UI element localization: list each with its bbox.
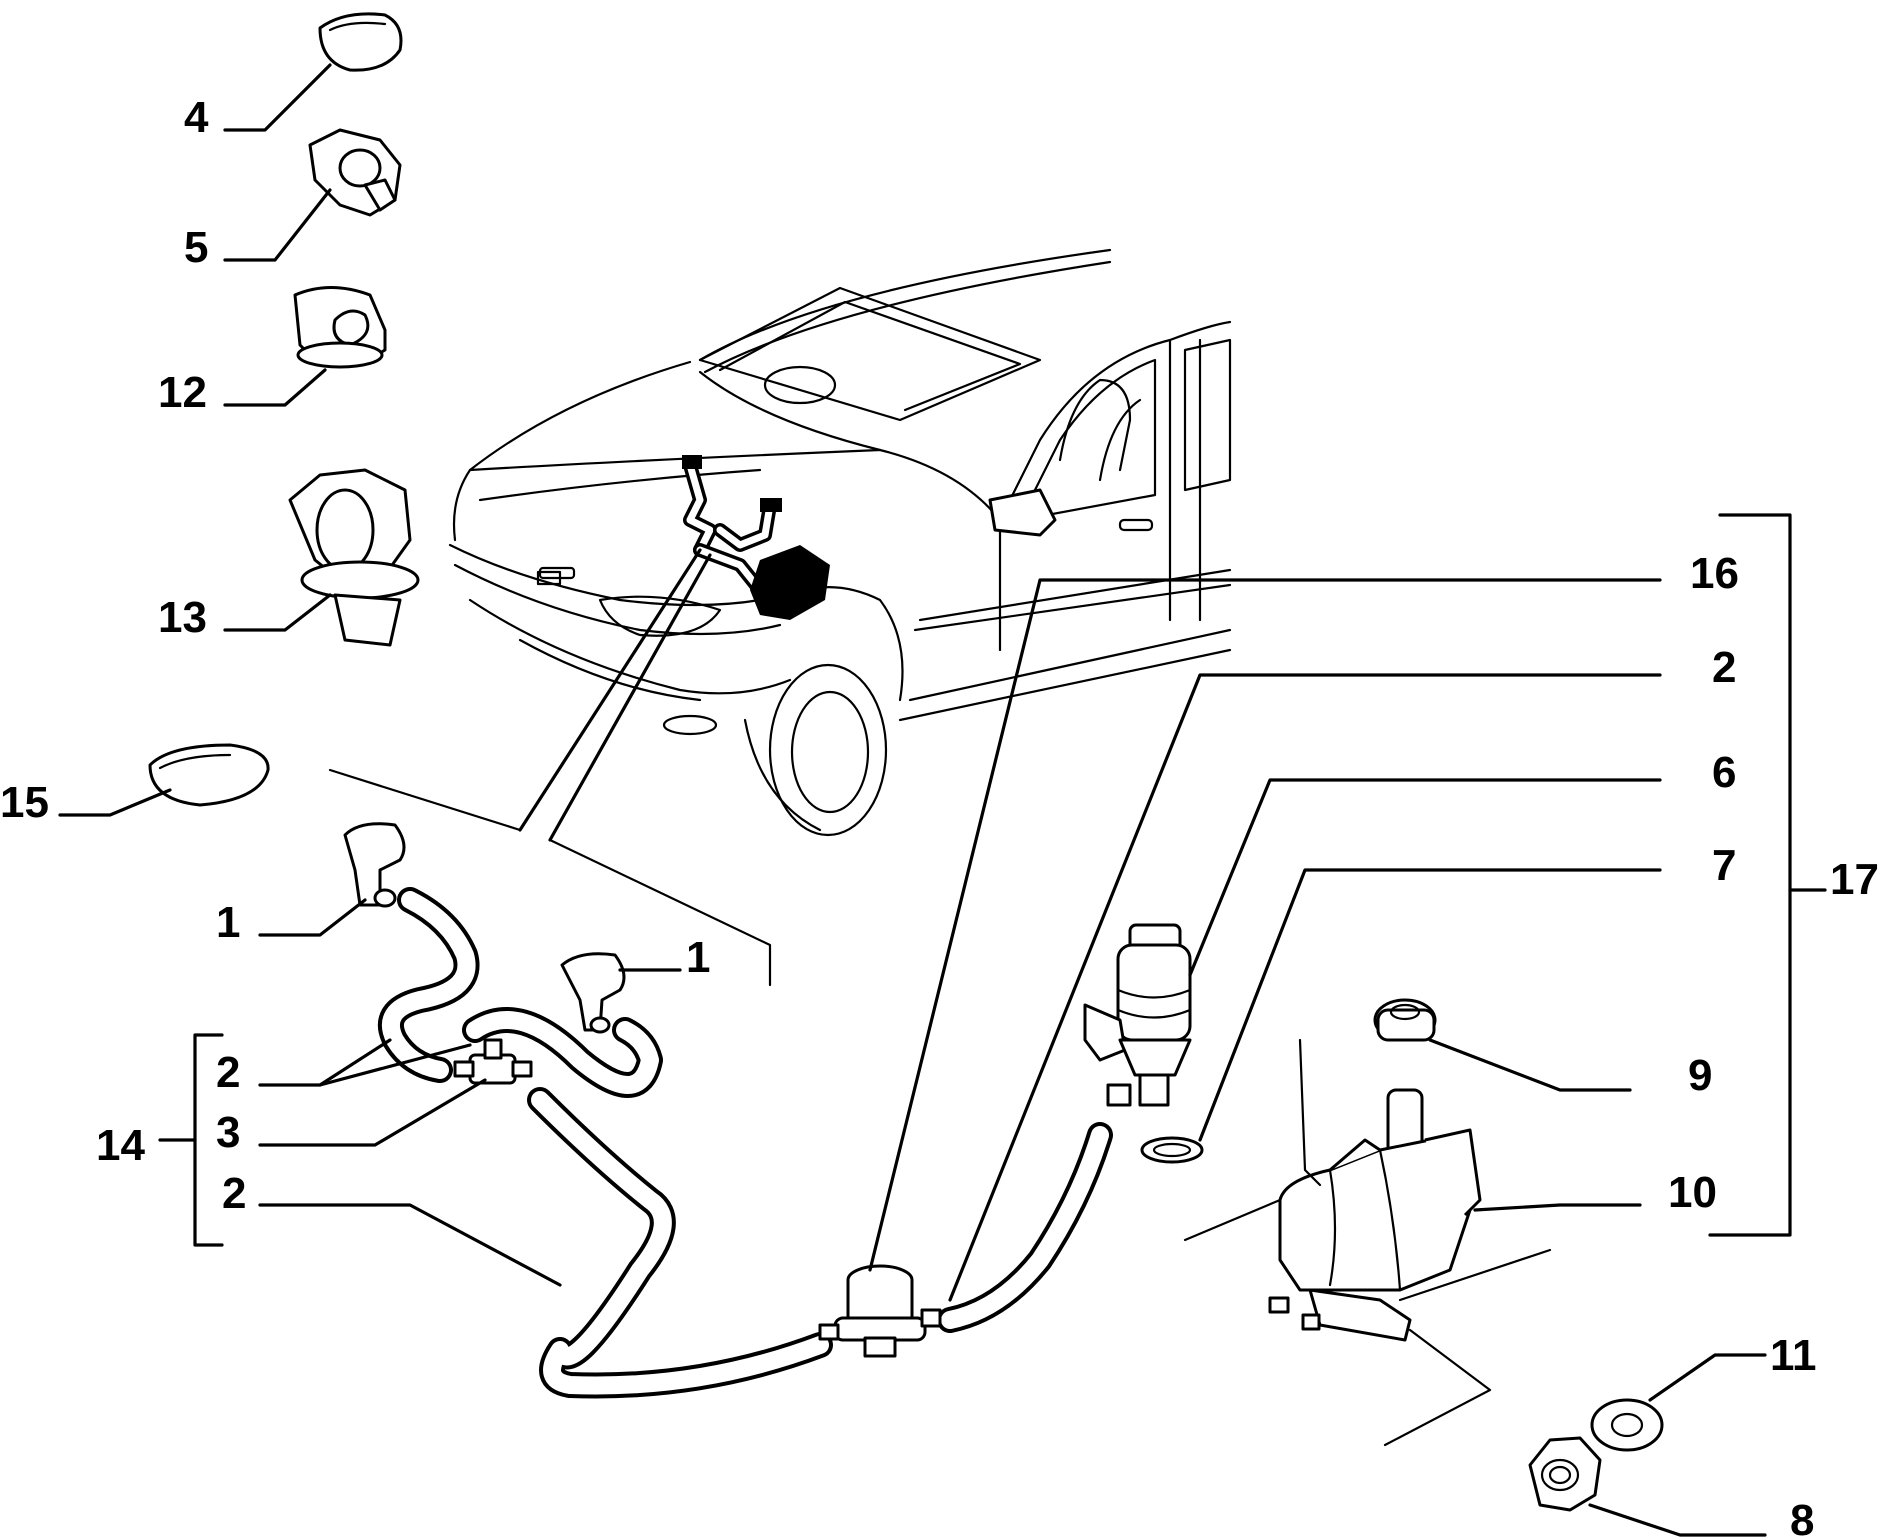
callout-16: 16 [1690,549,1739,598]
callout-1-left: 1 [216,898,240,947]
callout-17: 17 [1830,855,1879,904]
callout-2-right: 2 [1712,643,1736,692]
part-7-seal [1140,1136,1204,1164]
part-8-nut [1528,1436,1767,1537]
callout-11: 11 [1770,1331,1817,1380]
part-3-connector [258,1038,533,1147]
callout-3: 3 [216,1108,240,1157]
part-1-nozzle-right [560,952,682,1034]
callout-8: 8 [1790,1496,1814,1540]
bracket-14 [158,1033,224,1247]
callout-14: 14 [96,1121,145,1170]
callout-13: 13 [158,593,207,642]
part-5-clip [223,128,402,262]
callout-2-leaders [258,1038,562,1287]
callout-12: 12 [158,368,207,417]
callout-2-lower: 2 [222,1169,246,1218]
part-1-nozzle-left [258,822,406,937]
car-outline [448,248,1232,837]
part-15-grommet [58,743,270,817]
part-11-washer [1590,1353,1767,1452]
callout-2-upper: 2 [216,1048,240,1097]
callout-4: 4 [184,93,209,142]
hoses [378,887,1113,1399]
part-4-plug [223,12,403,132]
wiring-harness [518,455,830,842]
callout-10: 10 [1668,1168,1717,1217]
right-leaders [868,513,1827,1302]
callout-9: 9 [1688,1051,1712,1100]
callout-5: 5 [184,223,208,272]
callout-7: 7 [1712,841,1736,890]
callout-6: 6 [1712,748,1736,797]
part-9-cap [1373,998,1632,1092]
callout-15: 15 [0,778,49,827]
part-13-clip [223,468,420,647]
callout-1-right: 1 [686,933,710,982]
part-12-clip [223,286,387,407]
part-10-reservoir [1183,1038,1642,1447]
part-6-pump [1083,923,1192,1107]
check-valve [818,1264,942,1358]
exploded-view-lines [328,768,772,987]
